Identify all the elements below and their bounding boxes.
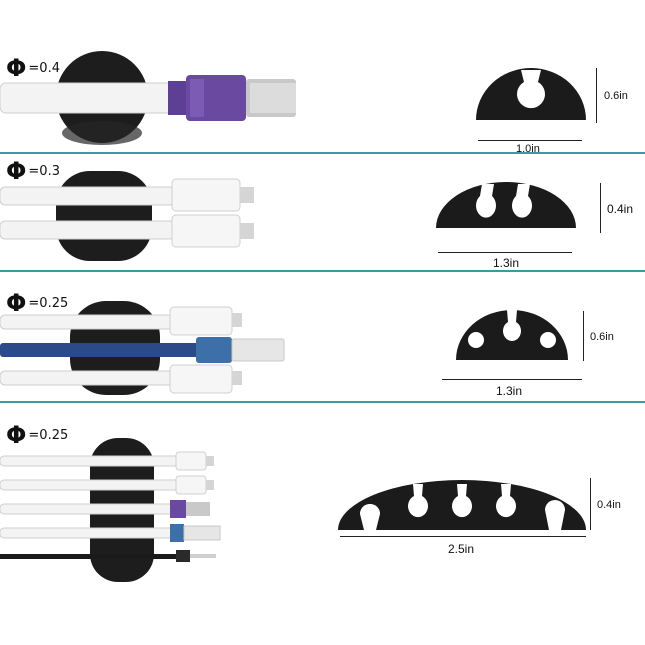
height-dimension-line (596, 68, 597, 123)
width-label: 2.5in (448, 542, 475, 556)
diameter-label: Φ=0.3 (6, 157, 60, 185)
divider (0, 401, 645, 403)
height-label: 0.6in (604, 90, 628, 102)
cable-clip-photo (0, 438, 221, 582)
height-label: 0.4in (597, 499, 621, 511)
height-label: 0.4in (607, 202, 634, 216)
height-dimension-line (600, 183, 601, 233)
clip-1-slot (476, 68, 586, 120)
clip-5-slot (338, 480, 586, 530)
diameter-label: Φ=0.4 (6, 54, 60, 82)
width-label: 1.3in (493, 256, 520, 270)
height-dimension-line (590, 478, 591, 530)
diameter-label: Φ=0.25 (6, 289, 69, 317)
width-dimension-line (340, 536, 586, 537)
row-1: Φ=0.4 0.6in 1.0in (0, 0, 645, 155)
width-dimension-line (438, 252, 572, 253)
row-2: Φ=0.3 0.4in 1.3in (0, 155, 645, 270)
diameter-label: Φ=0.25 (6, 421, 69, 449)
divider (0, 152, 645, 154)
clip-3-slot (456, 310, 568, 360)
row-4: Φ=0.25 0.4in 2.5in (0, 404, 645, 645)
height-label: 0.6in (590, 331, 614, 343)
width-label: 1.3in (496, 384, 523, 398)
cable-clip-photo (0, 51, 296, 145)
divider (0, 270, 645, 272)
width-dimension-line (478, 140, 582, 141)
cable-clip-photo (0, 171, 254, 261)
cable-clip-photo (0, 301, 285, 395)
width-dimension-line (442, 379, 582, 380)
clip-2-slot (436, 182, 576, 228)
row-3: Φ=0.25 0.6in 1.3in (0, 273, 645, 401)
height-dimension-line (583, 311, 584, 361)
